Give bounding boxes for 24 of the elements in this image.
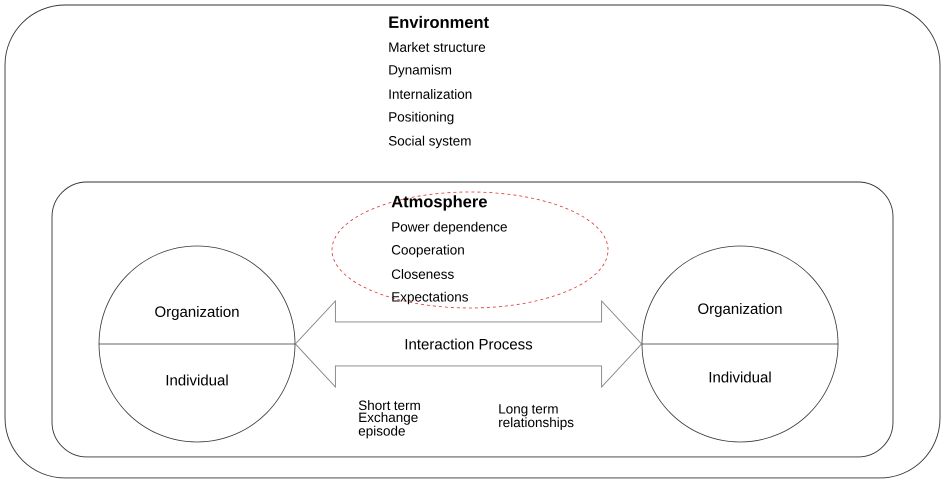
environment-box <box>4 4 940 478</box>
edge-label: Interaction Process <box>403 337 534 350</box>
list-item: Cooperation <box>392 244 464 258</box>
party-circle <box>98 246 296 442</box>
note-text: Short term Exchange episode <box>358 400 420 438</box>
heading: Environment <box>389 16 489 28</box>
list-item: Social system <box>388 136 471 148</box>
circle-label: Individual <box>710 371 771 382</box>
circle-label: Organization <box>155 306 239 320</box>
circle-label: Individual <box>166 374 228 386</box>
dashed-ellipse <box>332 192 608 308</box>
party-circle <box>642 246 838 442</box>
list-item: Internalization <box>389 89 472 99</box>
list-item: Market structure <box>389 42 486 52</box>
circle-label: Organization <box>698 303 782 317</box>
note-text: Long term relationships <box>499 404 574 430</box>
list-item: Closeness <box>392 269 454 279</box>
heading: Atmosphere <box>392 195 487 211</box>
list-item: Expectations <box>392 292 468 304</box>
atmosphere-box <box>52 182 894 458</box>
list-item: Power dependence <box>392 222 507 234</box>
block-arrow <box>294 300 642 388</box>
list-item: Dynamism <box>389 64 452 78</box>
list-item: Positioning <box>389 112 454 124</box>
